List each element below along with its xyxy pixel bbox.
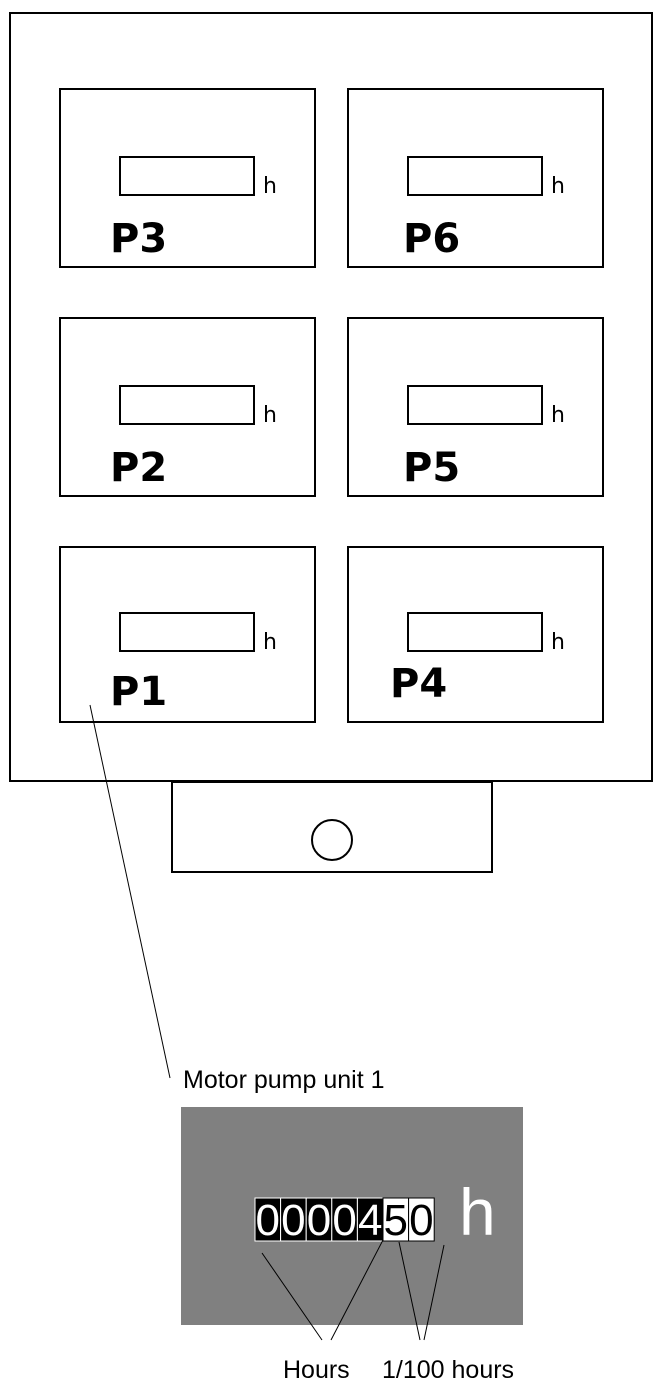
hour-digit-cell: 0: [280, 1196, 307, 1245]
pump-meter-p4: h P4: [347, 546, 604, 723]
counter-window: [119, 156, 255, 196]
meter-frame: [59, 317, 316, 497]
pump-meter-p2: h P2: [59, 317, 316, 497]
unit-label: h: [263, 403, 277, 428]
counter-unit-h: h: [459, 1175, 496, 1249]
meter-frame: [59, 546, 316, 723]
cable-gland-circle: [311, 819, 353, 861]
hours-leader-right: [330, 1239, 384, 1341]
pump-label: P2: [110, 445, 167, 491]
cable-gland-plate: [171, 781, 493, 873]
pump-meter-p6: h P6: [347, 88, 604, 268]
pump-label: P5: [403, 445, 460, 491]
fraction-leader-right: [423, 1244, 445, 1341]
fraction-label: 1/100 hours: [382, 1356, 514, 1384]
counter-window: [119, 612, 255, 652]
digit-value: 0: [307, 1196, 331, 1245]
pump-label: P1: [110, 669, 167, 715]
digit-value: 4: [358, 1196, 382, 1245]
hour-digit-cell: 0: [254, 1196, 282, 1245]
fraction-leader-left: [398, 1241, 421, 1341]
counter-window: [407, 612, 543, 652]
digit-background: [254, 1197, 282, 1242]
digit-background: [382, 1197, 410, 1242]
meter-frame: [347, 317, 604, 497]
unit-label: h: [551, 403, 565, 428]
pump-label: P4: [390, 661, 447, 707]
hour-digit-cell: 0: [305, 1196, 333, 1245]
fraction-digit-cell: 5: [382, 1196, 410, 1245]
unit-label: h: [551, 630, 565, 655]
control-cabinet: [9, 12, 653, 782]
digit-value: 0: [409, 1196, 433, 1245]
digit-background: [356, 1197, 384, 1242]
digit-value: 5: [384, 1196, 408, 1245]
pump-meter-p1: h P1: [59, 546, 316, 723]
unit-label: h: [551, 174, 565, 199]
digit-background: [331, 1197, 358, 1242]
hours-label: Hours: [283, 1356, 350, 1384]
meter-frame: [347, 546, 604, 723]
counter-window: [407, 156, 543, 196]
fraction-digit-cell: 0: [408, 1196, 435, 1245]
pump-meter-p5: h P5: [347, 317, 604, 497]
pump-label: P3: [110, 216, 167, 262]
counter-window: [119, 385, 255, 425]
callout-label: Motor pump unit 1: [183, 1066, 385, 1094]
callout-leader-line: [89, 704, 171, 1079]
pump-label: P6: [403, 216, 460, 262]
unit-label: h: [263, 630, 277, 655]
meter-frame: [347, 88, 604, 268]
digit-value: 0: [256, 1196, 280, 1245]
hour-digit-cell: 4: [356, 1196, 384, 1245]
pump-meter-p3: h P3: [59, 88, 316, 268]
digit-value: 0: [332, 1196, 356, 1245]
digit-background: [280, 1197, 307, 1242]
hour-digit-cell: 0: [331, 1196, 358, 1245]
unit-label: h: [263, 174, 277, 199]
meter-frame: [59, 88, 316, 268]
counter-window: [407, 385, 543, 425]
digit-background: [408, 1197, 435, 1242]
digit-value: 0: [281, 1196, 305, 1245]
hours-leader-left: [261, 1252, 323, 1341]
